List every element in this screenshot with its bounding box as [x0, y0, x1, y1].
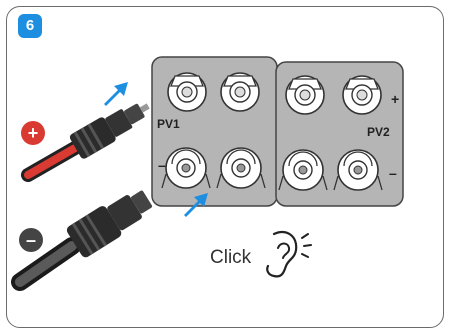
socket-pv2-b	[343, 76, 381, 114]
pv2-plus-sign: +	[391, 91, 399, 107]
pv2-label: PV2	[367, 125, 390, 139]
negative-symbol: –	[26, 230, 36, 250]
negative-badge: –	[19, 228, 43, 252]
pv1-minus-sign: –	[158, 157, 166, 173]
positive-connector	[68, 94, 155, 160]
ear-sound-icon	[267, 232, 311, 276]
insert-arrow-upper	[104, 82, 128, 106]
pv1-label: PV1	[157, 117, 180, 131]
positive-cable	[28, 148, 75, 175]
pv1-panel	[152, 57, 277, 206]
socket-pv2-a	[286, 76, 324, 114]
click-hint-text: Click	[210, 247, 251, 269]
positive-symbol: +	[28, 123, 39, 143]
socket-pv1-b	[221, 73, 259, 111]
pv2-minus-sign: –	[389, 165, 397, 181]
positive-badge: +	[21, 121, 45, 145]
socket-pv1-a	[168, 73, 206, 111]
negative-connector	[65, 183, 157, 259]
